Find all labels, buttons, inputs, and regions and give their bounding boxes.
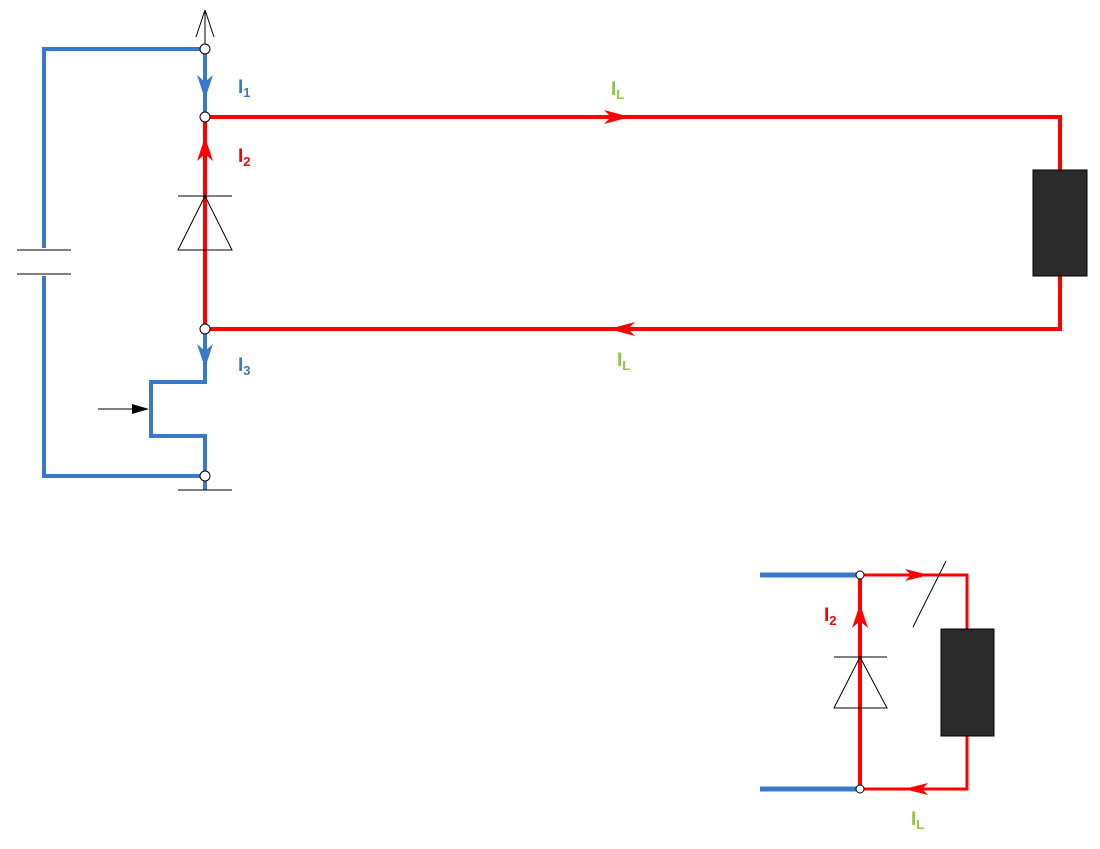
supply-wire-top: [42, 47, 205, 248]
detail-top-arrow: [905, 569, 929, 581]
detail-load-block: [940, 628, 995, 737]
freewheel-diode: [177, 194, 233, 251]
label-detail-i2: I2: [824, 605, 837, 628]
detail-bottom-arrow: [904, 783, 928, 795]
detail-i2-arrow: [852, 604, 868, 628]
label-detail-il: IL: [911, 809, 924, 832]
label-i3: I3: [238, 355, 251, 378]
detail-circuit: [760, 560, 995, 795]
i1-arrow: [197, 75, 213, 99]
label-il-top: IL: [611, 79, 624, 102]
detail-junction-nodes: [855, 570, 865, 794]
detail-switch-mark: [912, 560, 947, 628]
transistor-switch: [149, 370, 207, 490]
junction-nodes: [199, 43, 211, 482]
capacitor-symbol: [17, 249, 71, 275]
load-block: [1032, 169, 1088, 277]
load-current-loop: [203, 115, 1062, 331]
supply-arrow: [195, 9, 215, 48]
label-il-bottom: IL: [617, 350, 630, 373]
main-circuit: [17, 9, 1088, 491]
il-top-arrow: [604, 110, 630, 124]
label-i1: I1: [238, 77, 251, 100]
il-bottom-arrow: [609, 322, 635, 336]
i2-arrow: [197, 137, 213, 161]
i3-arrow: [197, 344, 213, 368]
supply-wire-bottom: [42, 276, 205, 478]
label-i2: I2: [238, 146, 251, 169]
detail-diode: [833, 655, 888, 709]
transistor-gate-arrow: [98, 404, 149, 414]
